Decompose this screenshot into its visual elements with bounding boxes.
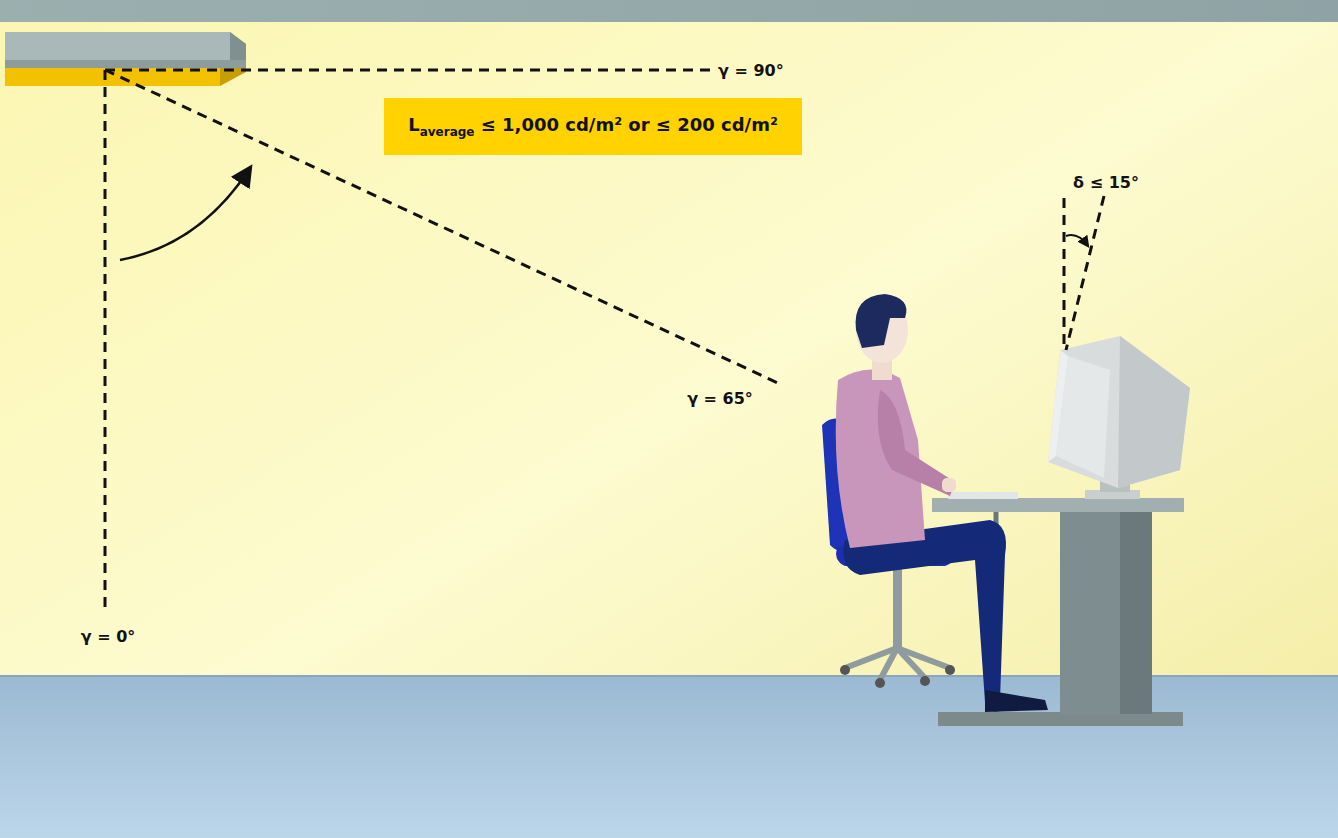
angle-label: γ = 0° — [81, 627, 136, 646]
limit-box: Laverage ≤ 1,000 cd/m² or ≤ 200 cd/m² — [384, 98, 802, 155]
angle-label: γ = 65° — [687, 389, 753, 408]
tilt-lines — [1064, 196, 1104, 350]
angle-arrow — [120, 168, 250, 260]
limit-text: Laverage ≤ 1,000 cd/m² or ≤ 200 cd/m² — [408, 114, 778, 139]
tilt-label: δ ≤ 15° — [1073, 173, 1139, 192]
monitor — [1048, 336, 1190, 499]
keyboard — [948, 492, 1018, 499]
person — [836, 294, 1048, 712]
tilt-arrow — [1066, 235, 1088, 246]
angle-label: γ = 90° — [718, 61, 784, 80]
